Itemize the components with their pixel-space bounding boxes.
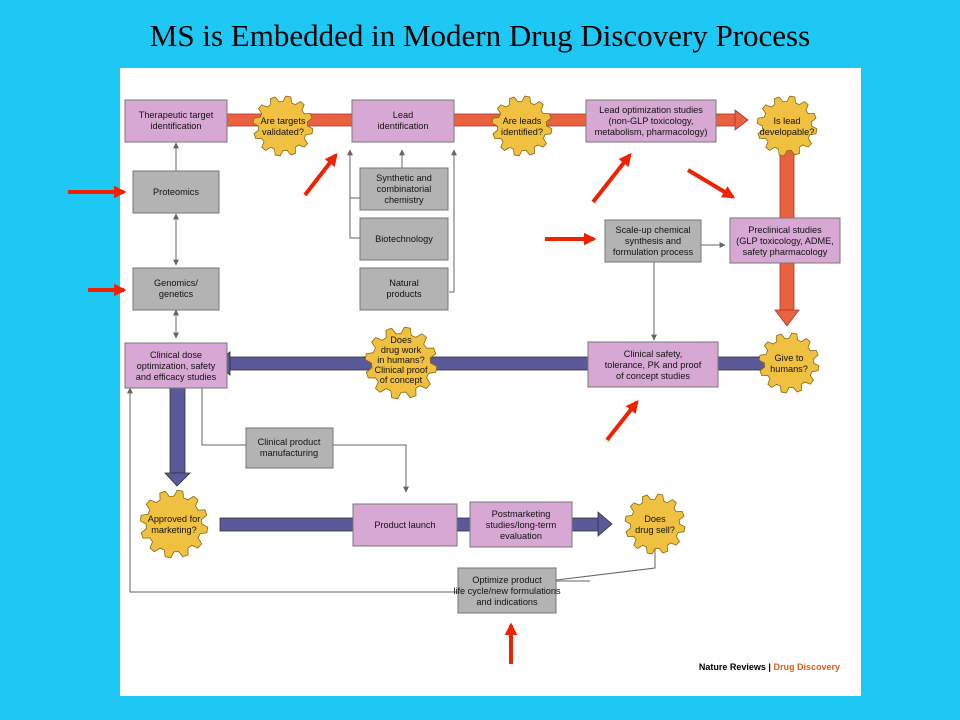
svg-text:Biotechnology: Biotechnology — [375, 234, 433, 244]
svg-text:Clinical safety,tolerance, PK: Clinical safety,tolerance, PK and proofo… — [605, 349, 702, 381]
svg-text:Product launch: Product launch — [374, 520, 435, 530]
slide-title: MS is Embedded in Modern Drug Discovery … — [149, 18, 811, 53]
box-genomics-genetics: Genomics/genetics — [132, 267, 220, 311]
box-proteomics: Proteomics — [132, 170, 220, 214]
svg-text:Proteomics: Proteomics — [153, 187, 199, 197]
box-lead-optimization-studies: Lead optimization studies(non-GLP toxico… — [585, 99, 717, 143]
journal-credit: Nature Reviews | Drug Discovery — [699, 662, 840, 672]
pipe-arrowhead — [734, 109, 749, 131]
svg-text:Lead optimization studies(non-: Lead optimization studies(non-GLP toxico… — [595, 105, 708, 137]
pipe-arrowhead — [774, 309, 800, 327]
svg-text:Preclinical studies(GLP toxico: Preclinical studies(GLP toxicology, ADME… — [736, 225, 834, 257]
pipe-segment — [169, 387, 186, 474]
box-preclinical-studies: Preclinical studies(GLP toxicology, ADME… — [729, 217, 841, 264]
box-product-launch: Product launch — [352, 503, 458, 547]
box-biotechnology: Biotechnology — [359, 217, 449, 261]
pipe-arrowhead — [597, 511, 613, 537]
svg-text:Genomics/genetics: Genomics/genetics — [154, 278, 198, 299]
pipe-arrowhead — [164, 472, 191, 487]
